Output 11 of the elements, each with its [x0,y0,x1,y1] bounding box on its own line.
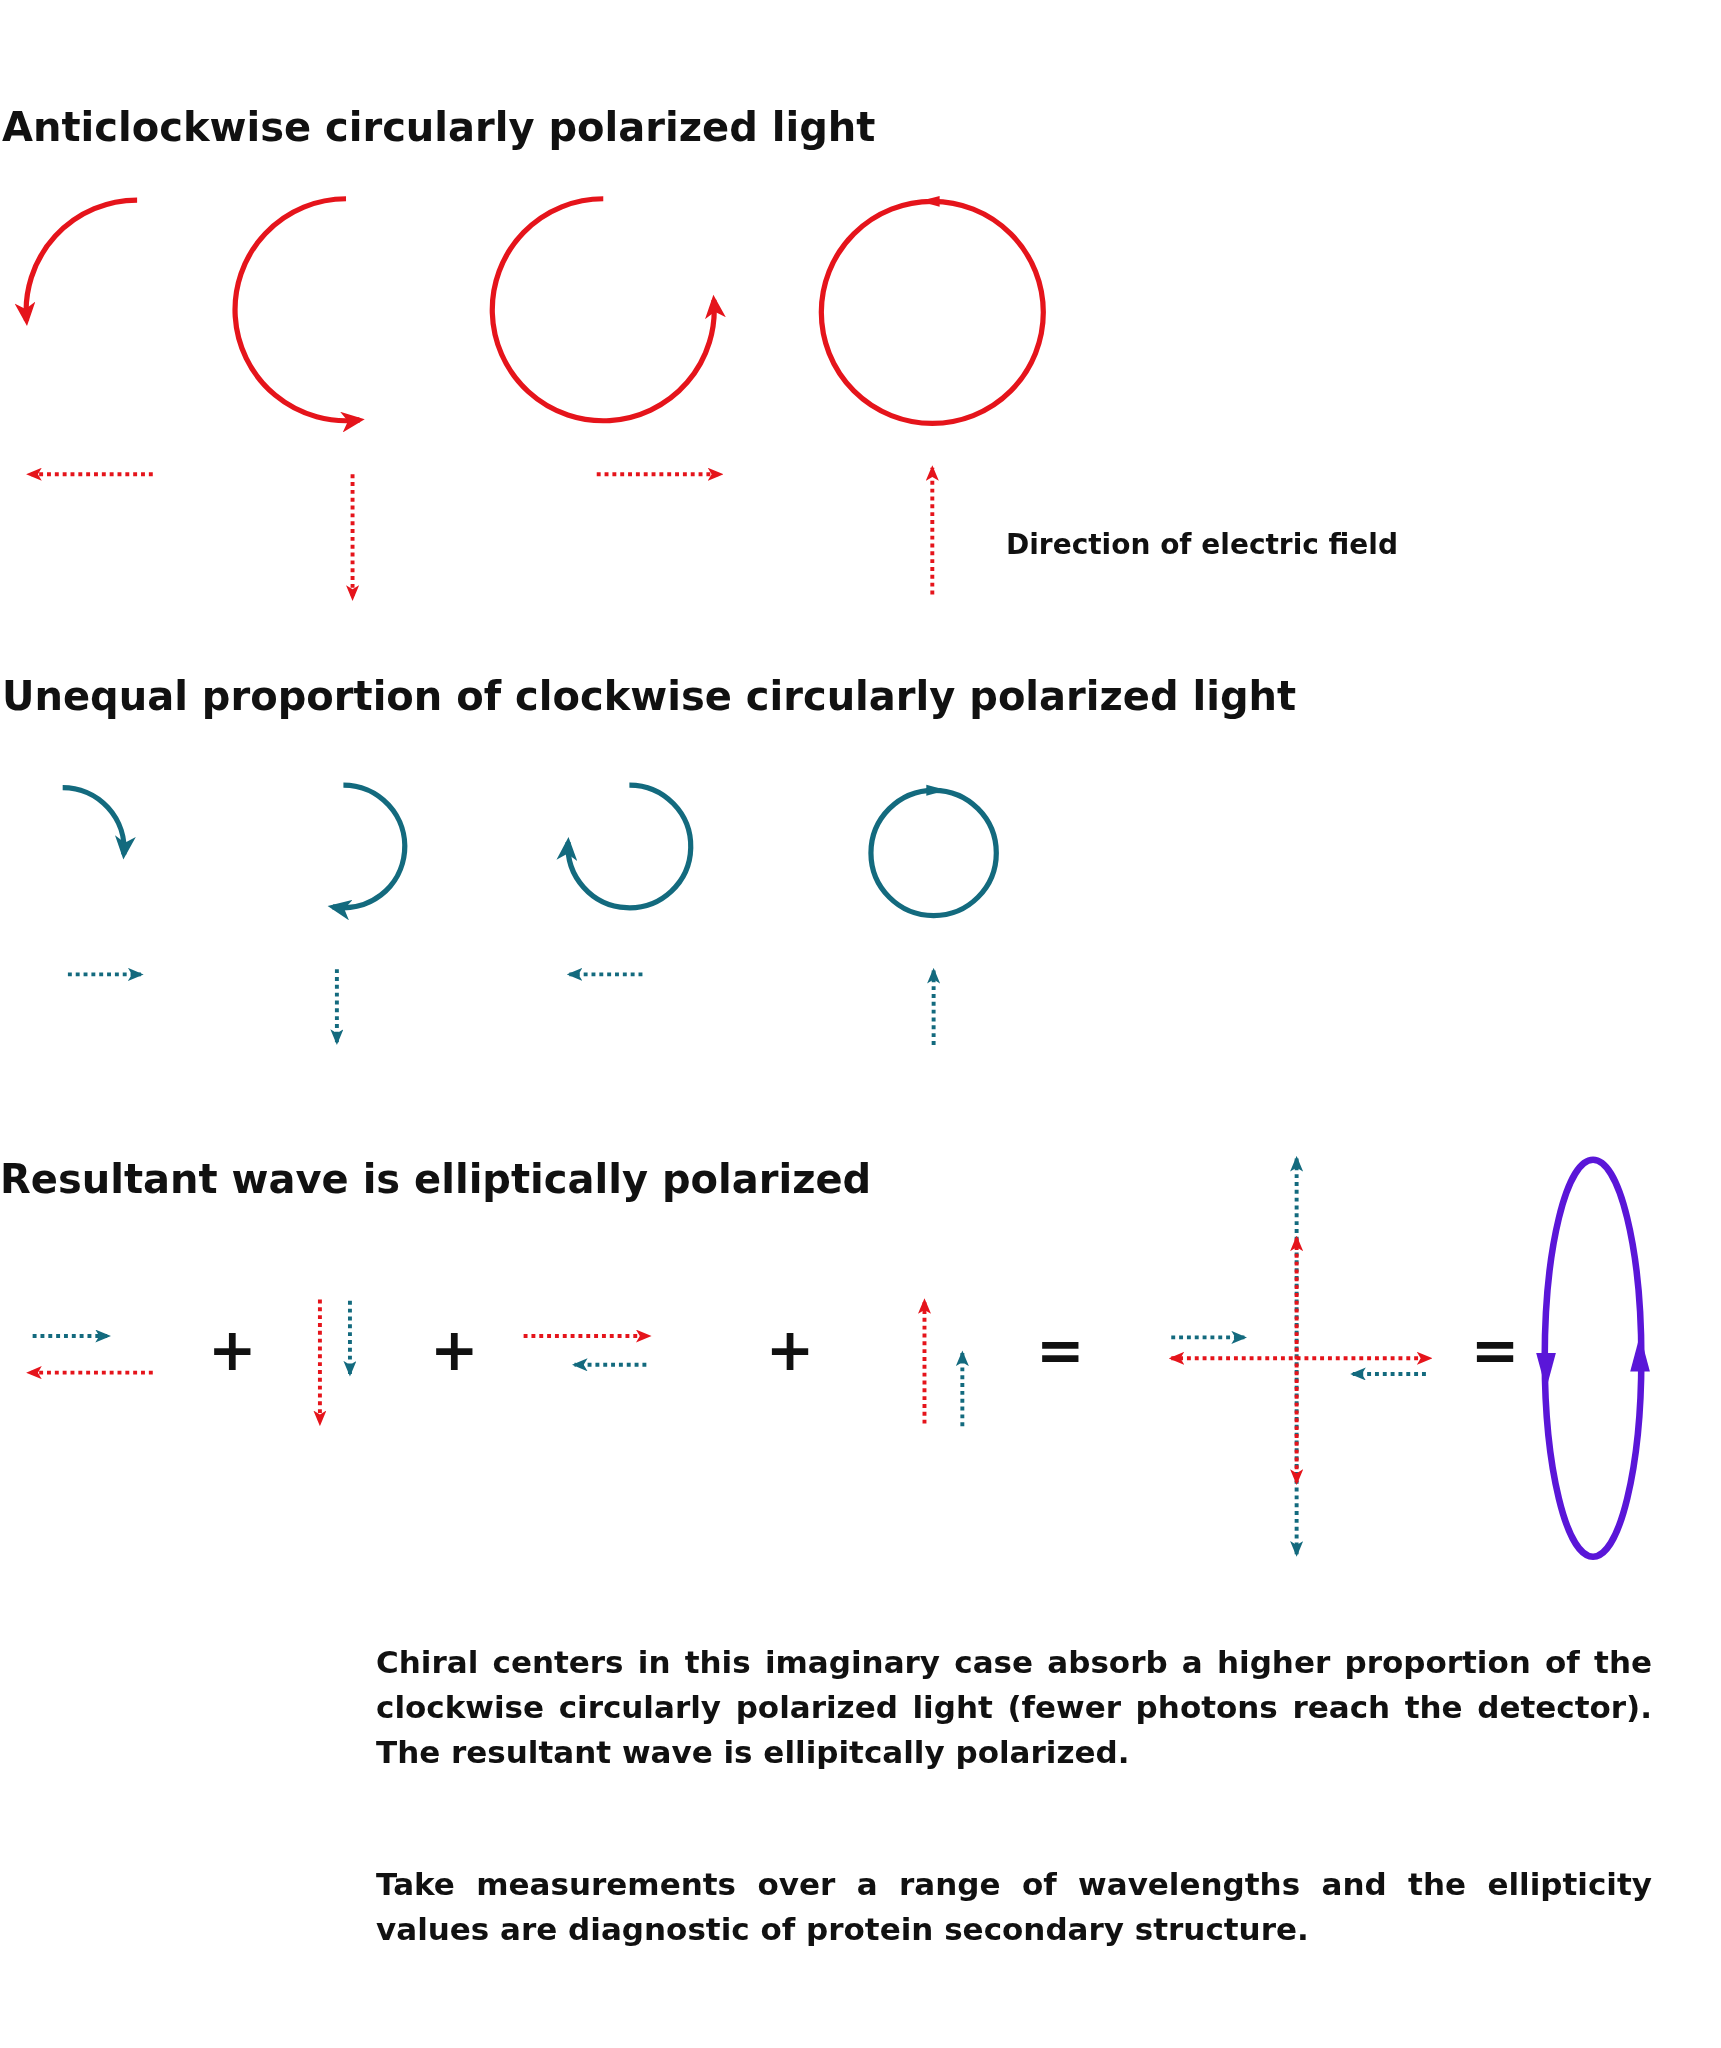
section-heading: Resultant wave is elliptically polarized [0,1155,872,1203]
operator-symbol: = [1470,1320,1520,1381]
operator-symbol: + [430,1320,479,1381]
section-heading: Unequal proportion of clockwise circularly polarized light [2,672,1297,720]
operator-symbol: + [208,1320,257,1381]
body-paragraph: Take measurements over a range of wavelengths and the ellipticity values are diagnostic of protein secondary structure. [376,1865,1652,1949]
section-heading: Anticlockwise circularly polarized light [2,103,876,151]
operator-symbol: + [765,1320,815,1381]
body-paragraph: Chiral centers in this imaginary case absorb a higher proportion of the clockwise circularly polarized light (fewer photons reach the detector). The resultant wave is ellipitcally polarized. [376,1643,1652,1772]
operator-symbol: = [1036,1320,1085,1381]
annotation-text: Direction of electric field [1006,528,1398,562]
